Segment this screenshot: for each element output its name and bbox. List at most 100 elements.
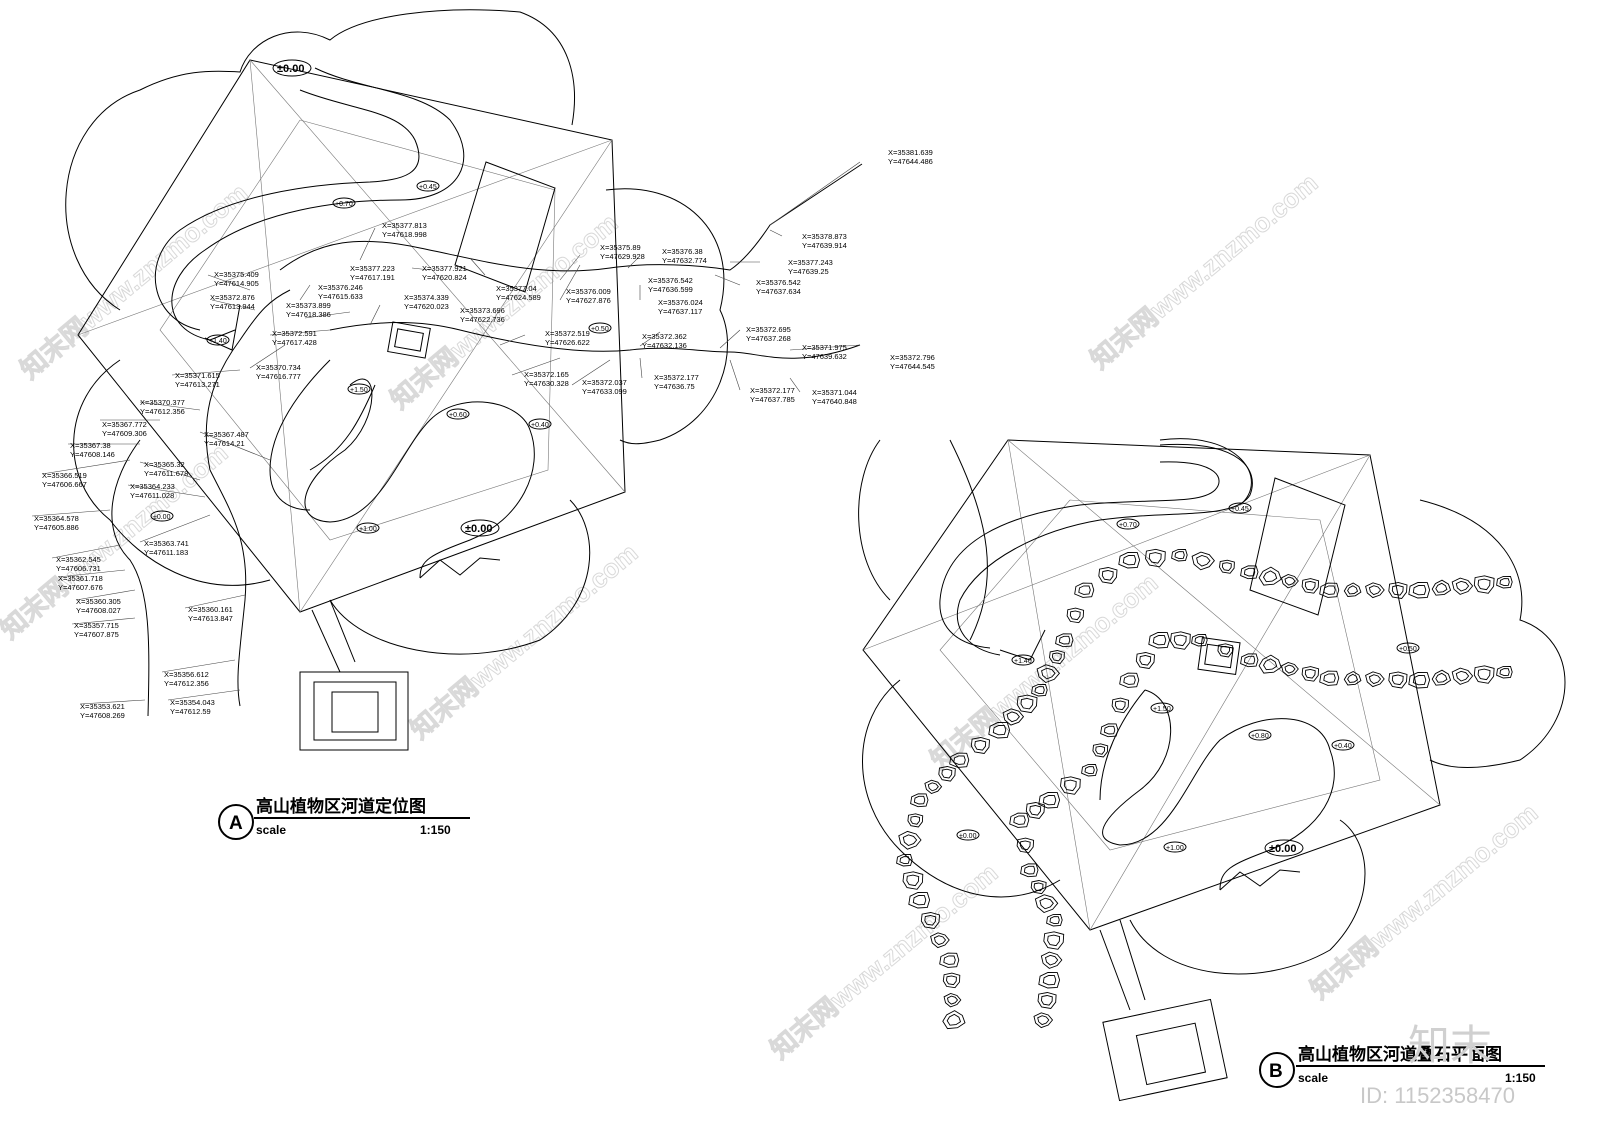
rock-stone-inner xyxy=(1368,674,1382,685)
coord-y: Y=47640.848 xyxy=(812,397,857,406)
rock-stone-inner xyxy=(1174,551,1185,560)
coord-y: Y=47632.136 xyxy=(642,341,687,350)
rock-stone-inner xyxy=(902,834,918,847)
rock-stone-inner xyxy=(933,935,947,946)
rock-stone-inner xyxy=(1041,667,1056,680)
rock-stone xyxy=(1037,992,1057,1009)
coord-y: Y=47639.632 xyxy=(802,352,847,361)
coord-y: Y=47639.25 xyxy=(788,267,829,276)
plan-b: +0.70 +0.45 +1.40 +0.50 +1.50 +0.80 +0.4… xyxy=(858,438,1566,1102)
coord-y: Y=47613.847 xyxy=(188,614,233,623)
lower-square xyxy=(299,671,409,751)
coord-x: X=35377.223 xyxy=(350,264,395,273)
coord-x: X=35377.813 xyxy=(382,221,427,230)
rock-stone-inner xyxy=(1284,576,1296,586)
rock-stone xyxy=(1098,567,1118,584)
coord-x: X=35372.362 xyxy=(642,332,687,341)
coord-y: Y=47617.191 xyxy=(350,273,395,282)
coord-x: X=35373.899 xyxy=(286,301,331,310)
coord-y: Y=47637.785 xyxy=(750,395,795,404)
rock-stone-inner xyxy=(1347,585,1359,595)
coord-x: X=35377.921 xyxy=(422,264,467,273)
rock-stone-inner xyxy=(974,740,987,751)
title-block-b: B 高山植物区河道叠石平面图 scale 1:150 xyxy=(1259,1044,1545,1088)
scale-label: scale xyxy=(1298,1071,1328,1085)
watermark-text: 知末网www.znzmo.com xyxy=(1305,797,1544,1004)
coordinate-labels: X=35381.639 Y=47644.486 X=35378.873 Y=47… xyxy=(34,148,935,720)
rock-stone-inner xyxy=(1221,562,1232,571)
coord-y: Y=47624.589 xyxy=(496,293,541,302)
rock-stone xyxy=(1319,582,1340,598)
rock-stone xyxy=(924,779,943,795)
coord-y: Y=47627.876 xyxy=(566,296,611,305)
rock-stone xyxy=(1343,670,1362,686)
coord-x: X=35365.32 xyxy=(144,460,185,469)
rock-stone xyxy=(896,853,913,867)
rock-stone xyxy=(943,993,962,1008)
rock-stone xyxy=(930,932,950,949)
coord-x: X=35376.542 xyxy=(648,276,693,285)
coord-y: Y=47637.117 xyxy=(658,307,702,316)
watermark-text: 知末网www.znzmo.com xyxy=(1085,167,1324,374)
lower-square xyxy=(1102,998,1228,1102)
rock-stone xyxy=(1092,743,1109,758)
rock-stone-inner xyxy=(1039,897,1054,910)
rock-stone xyxy=(970,737,990,754)
coord-y: Y=47614.21 xyxy=(204,439,245,448)
coord-x: X=35360.305 xyxy=(76,597,121,606)
rock-stone xyxy=(1473,575,1495,594)
level-label: +1.40 xyxy=(1014,658,1032,665)
scale-value: 1:150 xyxy=(1505,1071,1536,1085)
planting-outline xyxy=(73,359,271,586)
stream-channel xyxy=(304,378,535,579)
rock-stone-inner xyxy=(1023,865,1036,875)
rock-stone xyxy=(1281,662,1299,677)
coord-y: Y=47617.428 xyxy=(272,338,317,347)
grid-lines xyxy=(862,439,1441,931)
rock-stone xyxy=(1030,880,1047,895)
rock-stone-inner xyxy=(1284,664,1296,674)
rock-stone-inner xyxy=(1095,745,1106,755)
rock-stone-inner xyxy=(906,874,920,887)
rock-stone xyxy=(1111,697,1130,714)
coord-x: X=35375.409 xyxy=(214,270,259,279)
section-badge-letter: A xyxy=(229,813,243,834)
leader-lines xyxy=(31,161,861,705)
rock-stone-inner xyxy=(1049,916,1060,925)
rock-stone-inner xyxy=(1069,610,1081,621)
river-centerline xyxy=(329,322,861,359)
rock-stone xyxy=(920,912,940,929)
coord-y: Y=47644.545 xyxy=(890,362,935,371)
rock-stone-inner xyxy=(1499,668,1510,677)
coord-y: Y=47614.905 xyxy=(214,279,259,288)
coord-x: X=35381.639 xyxy=(888,148,933,157)
rock-stone-inner xyxy=(1455,580,1470,592)
coord-y: Y=47620.023 xyxy=(404,302,449,311)
rock-stone xyxy=(1020,863,1039,878)
rock-stone xyxy=(1055,633,1074,648)
rock-stone xyxy=(1031,683,1048,697)
rock-stone-inner xyxy=(1194,636,1205,645)
rock-stone-inner xyxy=(1304,668,1316,679)
rock-stone xyxy=(1496,665,1513,679)
coord-y: Y=47620.824 xyxy=(422,273,467,282)
coord-y: Y=47605.886 xyxy=(34,523,79,532)
coord-y: Y=47622.736 xyxy=(460,315,505,324)
planting-outline xyxy=(862,679,1061,898)
coord-x: X=35372.165 xyxy=(524,370,569,379)
title-block-a: A 高山植物区河道定位图 scale 1:150 xyxy=(218,796,470,840)
rock-stone xyxy=(949,752,970,768)
rock-stone-inner xyxy=(1101,570,1114,581)
rock-stone-inner xyxy=(1196,555,1211,567)
path-curve xyxy=(111,439,150,717)
rock-stone xyxy=(1148,632,1171,649)
rock-stone-inner xyxy=(1499,578,1510,587)
coord-x: X=35376.009 xyxy=(566,287,611,296)
coord-x: X=35372.876 xyxy=(210,293,255,302)
rock-stone-inner xyxy=(1114,700,1126,711)
coord-x: X=35374.339 xyxy=(404,293,449,302)
level-label: +1.40 xyxy=(209,338,227,345)
rock-stone xyxy=(898,830,922,850)
coord-y: Y=47607.676 xyxy=(58,583,103,592)
rock-stone-inner xyxy=(946,975,957,986)
